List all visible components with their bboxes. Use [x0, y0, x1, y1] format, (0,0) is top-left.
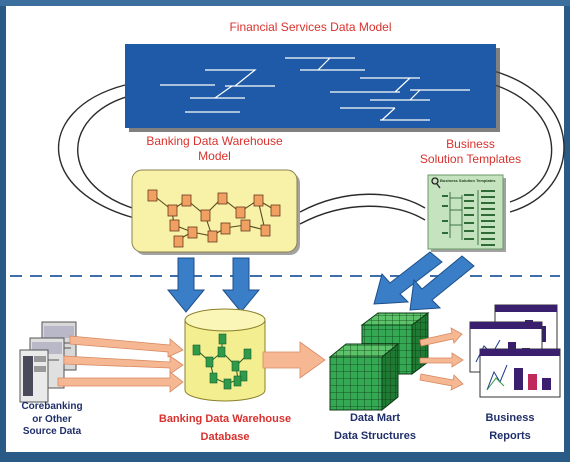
magnifier-icon — [431, 177, 439, 185]
bdw-model-label-line2: Model — [198, 149, 231, 163]
core-label-line2: or Other — [32, 413, 72, 425]
bst-card — [427, 174, 506, 252]
bdw-model-label-line1: Banking Data Warehouse — [146, 134, 283, 148]
datamart-label-line2: Data Structures — [334, 429, 416, 442]
bst-label-line1: Business — [446, 137, 495, 151]
core-label-line3: Source Data — [22, 426, 82, 437]
core-label-line1: Corebanking — [21, 401, 83, 412]
integration-loop — [57, 69, 565, 225]
db-to-mart-arrow — [262, 341, 326, 379]
datamart-label: Data Mart Data Structures — [320, 410, 430, 445]
reports-label-line2: Reports — [489, 429, 531, 442]
bdw-database-cylinder — [184, 308, 266, 402]
templates-to-mart-arrows — [373, 251, 475, 311]
core-source-label: Corebanking or Other Source Data — [12, 401, 92, 439]
bdw-model-card — [131, 169, 300, 255]
reports-label-line1: Business — [485, 412, 535, 424]
bdw-db-label-line2: Database — [200, 430, 250, 443]
bdw-database-label: Banking Data Warehouse Database — [140, 411, 310, 446]
fsdm-box — [125, 44, 500, 132]
bdw-model-label: Banking Data Warehouse Model — [132, 134, 297, 164]
bst-label-line2: Solution Templates — [419, 152, 522, 166]
source-to-db-arrows — [57, 335, 184, 393]
bdw-db-label-line1: Banking Data Warehouse — [158, 413, 292, 425]
server-icons — [19, 321, 77, 403]
fsdm-title: Financial Services Data Model — [229, 20, 392, 34]
data-mart-cubes — [328, 312, 430, 412]
cube-front — [328, 342, 400, 412]
reports-label: Business Reports — [470, 410, 550, 445]
bst-mini-title: Business Solution Templates — [440, 178, 496, 183]
model-to-db-arrows — [166, 257, 261, 313]
report-page-front — [479, 348, 561, 398]
report-pages — [469, 304, 561, 398]
mart-to-reports-arrows — [419, 327, 464, 391]
bst-label: Business Solution Templates — [408, 137, 533, 167]
datamart-label-line1: Data Mart — [349, 412, 401, 424]
